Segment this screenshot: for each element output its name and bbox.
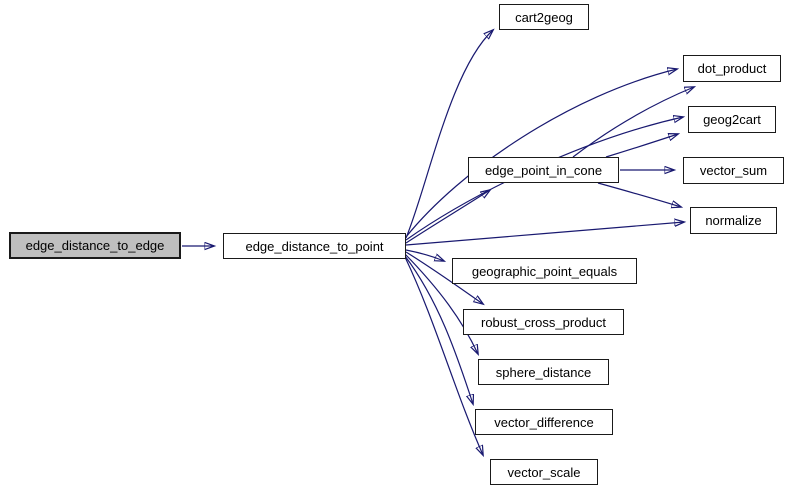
node-vector-scale[interactable]: vector_scale [490,459,598,485]
node-edge-distance-to-point[interactable]: edge_distance_to_point [223,233,406,259]
node-geog2cart[interactable]: geog2cart [688,106,776,133]
edge-dist2point-to-edge-point-in-cone [405,190,490,244]
node-normalize[interactable]: normalize [690,207,777,234]
edge-dist2point-to-cart2geog [405,30,493,239]
node-dot-product[interactable]: dot_product [683,55,781,82]
node-geographic-point-equals[interactable]: geographic_point_equals [452,258,637,284]
node-sphere-distance[interactable]: sphere_distance [478,359,609,385]
edge-dist2point-to-geographic-point-equals [405,249,444,261]
node-cart2geog[interactable]: cart2geog [499,4,589,30]
node-vector-difference[interactable]: vector_difference [475,409,613,435]
node-vector-sum[interactable]: vector_sum [683,157,784,184]
edge-dist2point-to-vector-scale [404,256,483,455]
edge-dist2point-to-robust-cross-product [405,251,483,304]
node-robust-cross-product[interactable]: robust_cross_product [463,309,624,335]
edge-in-cone-to-normalize [597,182,681,207]
edge-in-cone-to-geog2cart [605,134,678,158]
edge-in-cone-to-dot-product [572,87,694,158]
node-edge-point-in-cone[interactable]: edge_point_in_cone [468,157,619,183]
edge-dist2point-to-normalize [405,222,684,246]
edge-dist2point-to-sphere-distance [404,253,478,354]
node-edge-distance-to-edge: edge_distance_to_edge [9,232,181,259]
edge-dist2point-to-dot-product [405,69,677,238]
edge-dist2point-to-vector-difference [404,255,473,404]
